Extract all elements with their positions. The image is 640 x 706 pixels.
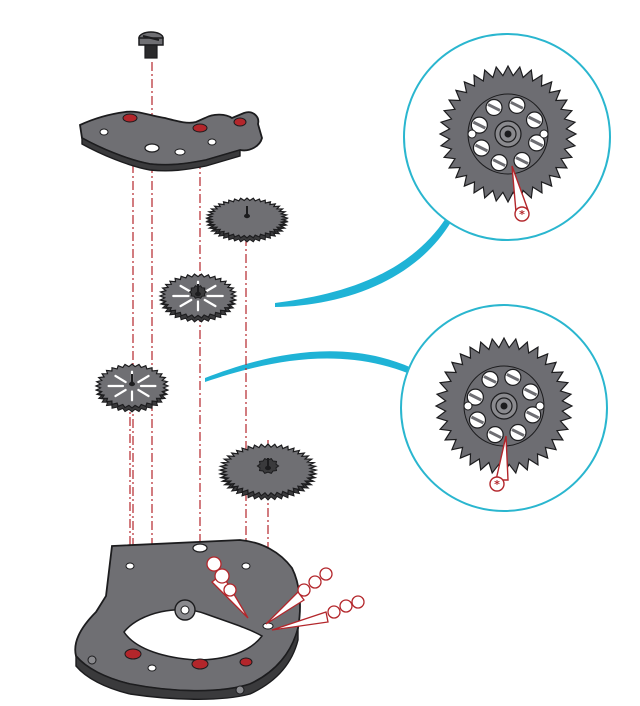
oil-marker-cluster-lower (271, 595, 365, 631)
callout-marker-lower: * (494, 478, 500, 491)
screw-icon (138, 31, 164, 59)
main-plate-icon (74, 539, 301, 700)
callout-marker-upper: * (519, 208, 525, 221)
oil-marker-cluster-upper (206, 556, 249, 619)
oil-marker-cluster-middle (265, 567, 333, 625)
zoomed-gear-icon (438, 64, 578, 204)
zoomed-gear-icon (434, 336, 574, 476)
gear-wheel-bottom-icon (217, 443, 319, 501)
gear-wheel-middle-icon (158, 273, 238, 323)
magnifier-callout-upper: * (403, 33, 611, 241)
callout-beam-upper (275, 218, 451, 307)
gear-train-bridge-icon (79, 110, 263, 172)
gear-wheel-left-icon (94, 363, 170, 413)
magnifier-callout-lower: * (400, 304, 608, 512)
callout-beam-lower (205, 351, 412, 382)
gear-wheel-top-icon (204, 197, 290, 243)
